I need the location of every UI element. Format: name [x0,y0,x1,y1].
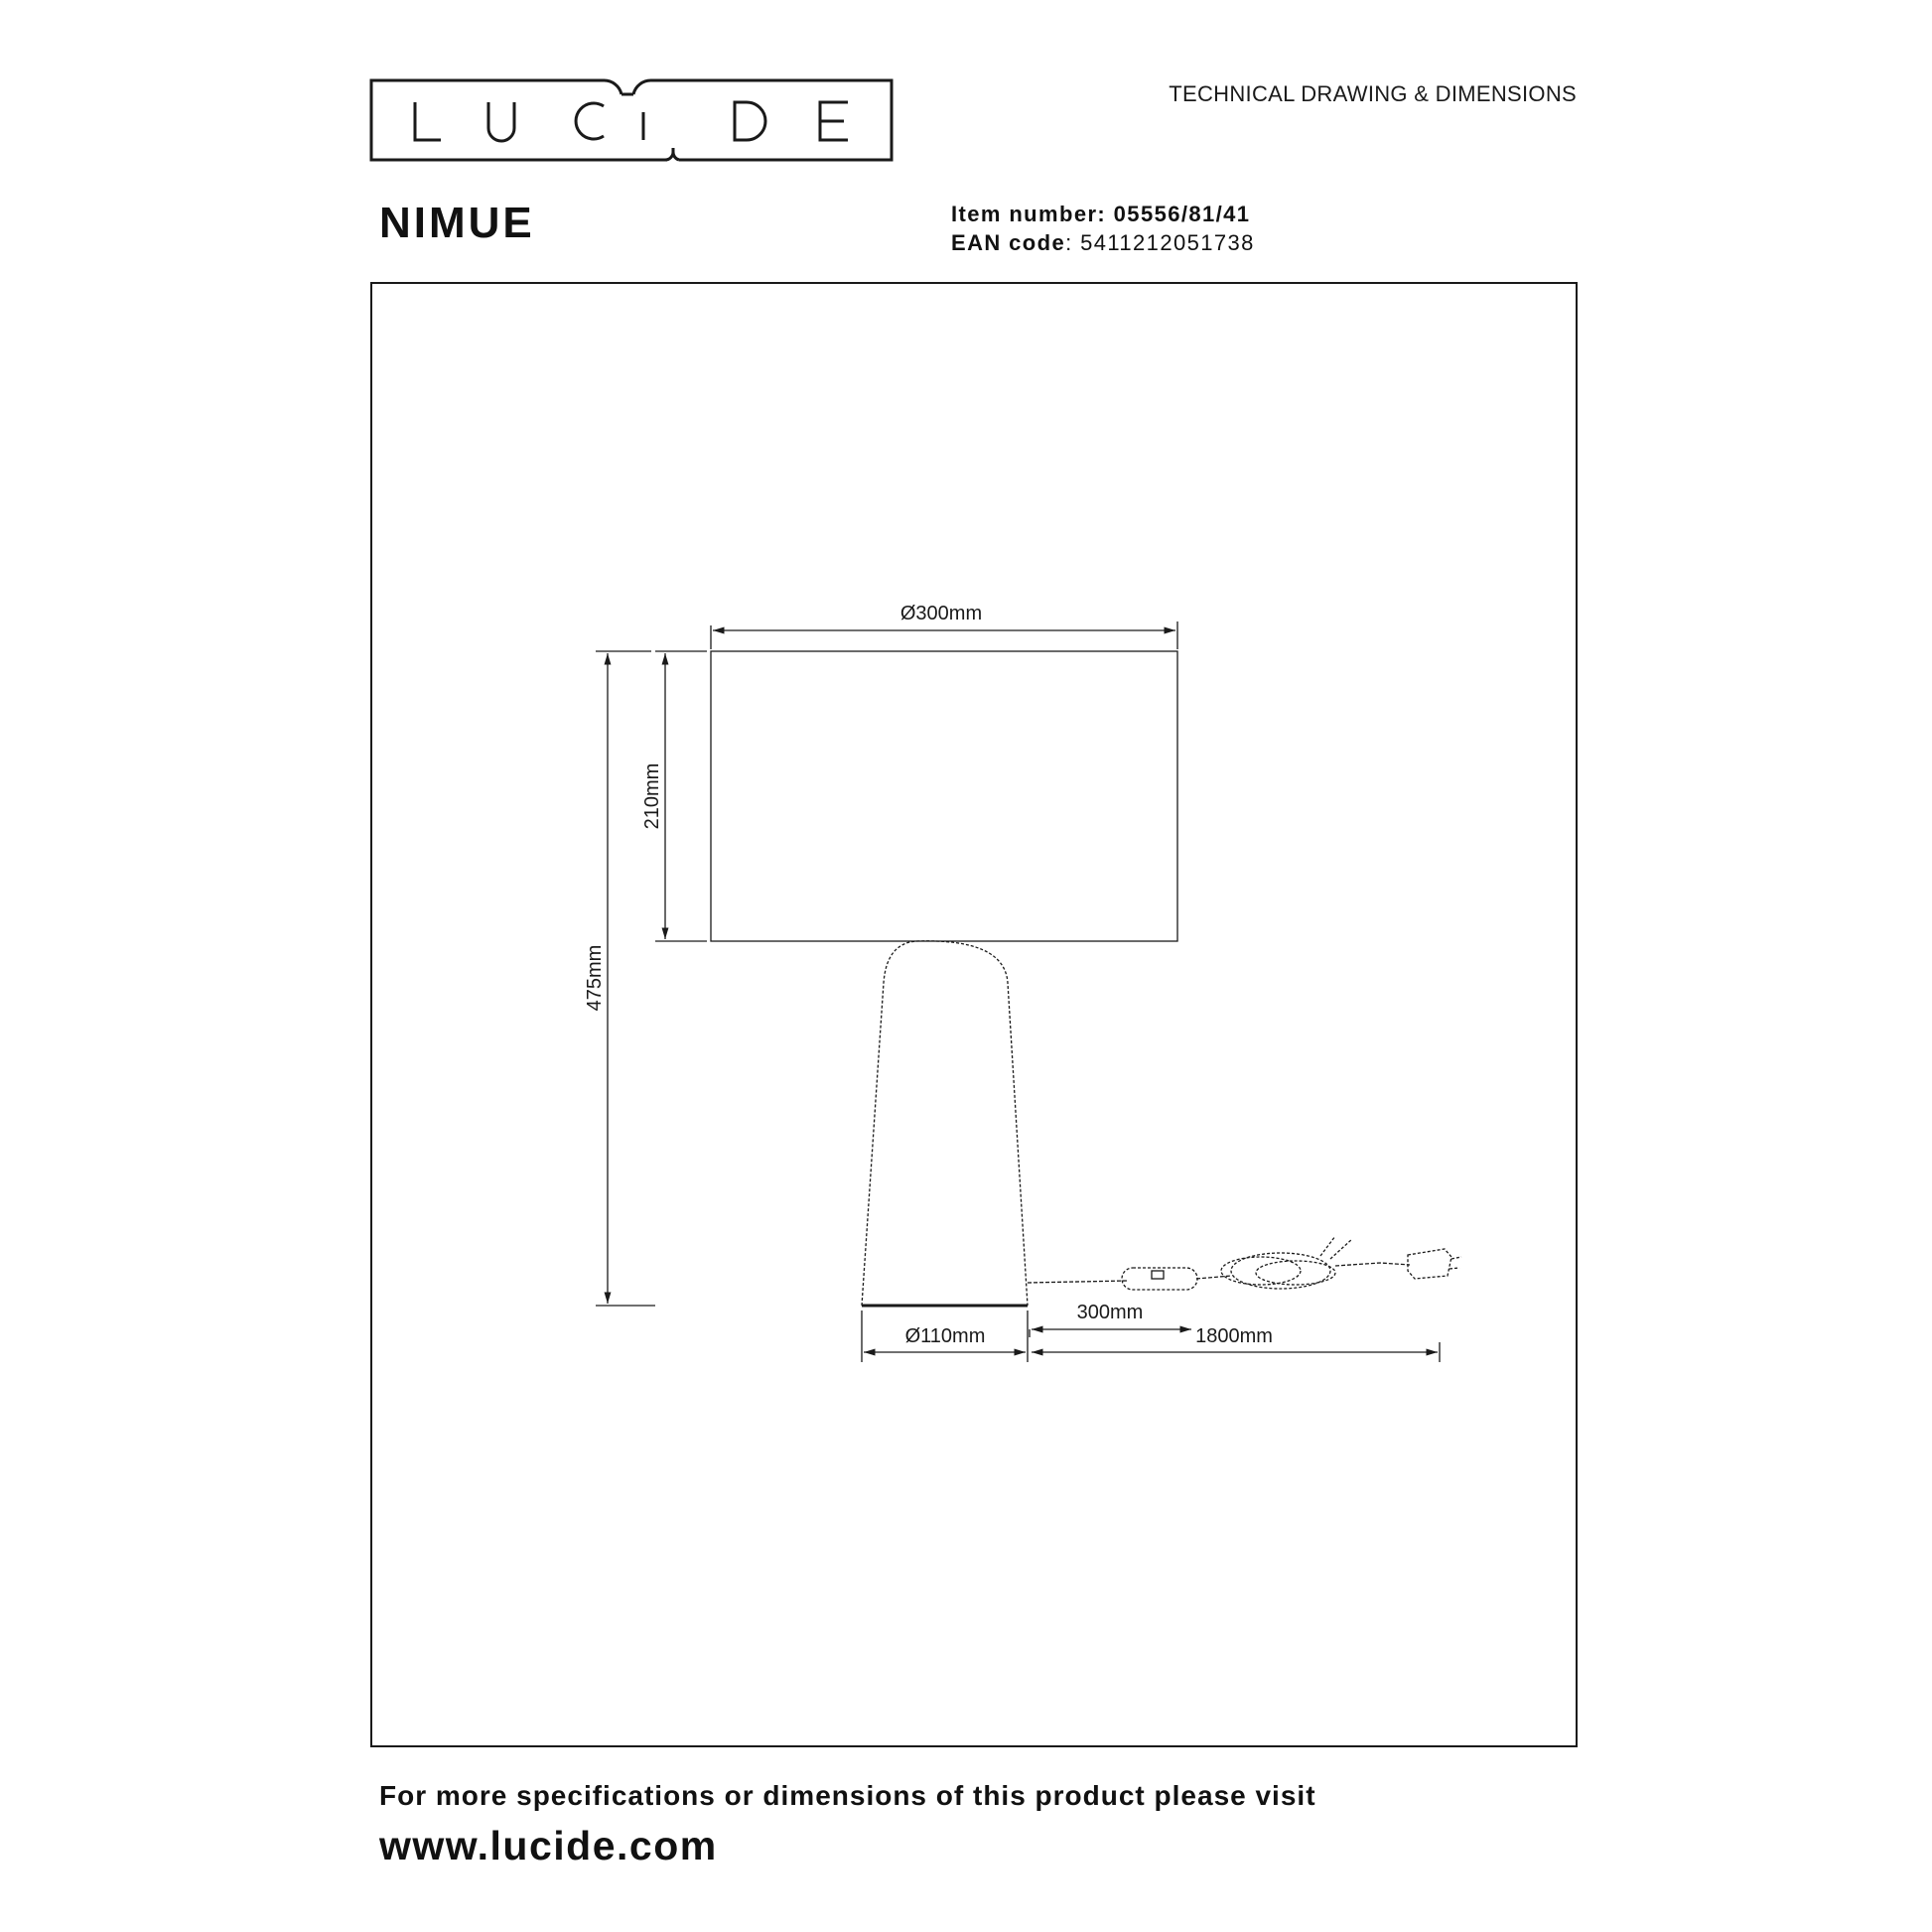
item-number-label: Item number: [951,202,1107,226]
drawing-frame [370,282,1578,1747]
shade-diameter-label: Ø300mm [900,603,982,624]
lamp-shade [710,650,1178,942]
cable-length-label: 1800mm [1195,1325,1273,1347]
item-number-value: 05556/81/41 [1113,202,1251,226]
power-plug [1407,1248,1462,1280]
switch-distance-label: 300mm [1077,1302,1144,1323]
product-name: NIMUE [379,199,535,247]
total-height-label: 475mm [584,945,606,1012]
coiled-cable [1220,1235,1353,1290]
lamp-base [861,940,1029,1307]
website-link[interactable]: www.lucide.com [379,1823,718,1868]
base-diameter-label: Ø110mm [905,1325,986,1347]
document-type-label: TECHNICAL DRAWING & DIMENSIONS [1169,81,1577,106]
power-cable [1027,1262,1411,1284]
item-number-row: Item number: 05556/81/41 [951,202,1250,227]
footer-note: For more specifications or dimensions of… [379,1780,1316,1811]
ean-value: : 5411212051738 [1065,230,1255,255]
ean-label: EAN code [951,230,1066,255]
ean-row: EAN code: 5411212051738 [951,230,1255,256]
lucide-logo [369,78,894,162]
inline-switch [1121,1267,1198,1291]
shade-height-label: 210mm [641,763,663,830]
